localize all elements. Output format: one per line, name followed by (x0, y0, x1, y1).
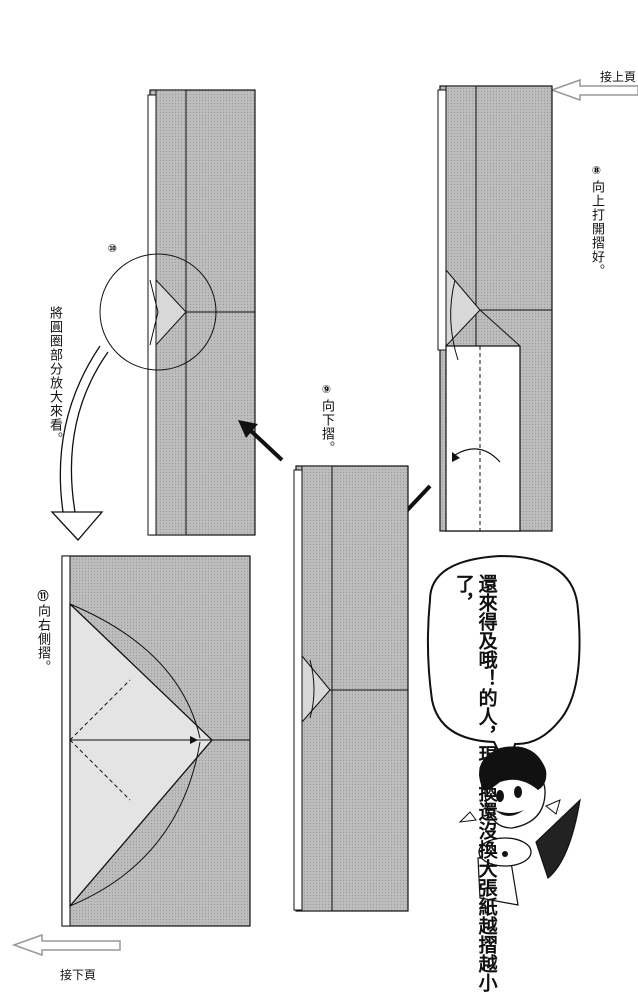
step9-text: 向下摺。 (318, 399, 334, 455)
step8-instruction: ⑧ 向上打開摺好。 (588, 164, 604, 278)
bubble-line-4: 還來得及哦！ (475, 574, 498, 688)
bubble-line-3: 的人，現在換 (475, 688, 498, 802)
step9-instruction: ⑨ 向下摺。 (318, 383, 334, 455)
fold-arrow-icon (450, 279, 501, 463)
nav-continued-from-previous: 接上頁 (600, 70, 637, 84)
speech-bubble-text: 還來得及哦！的人，現在換還沒換大張紙越摺越小了， (452, 574, 498, 1000)
nav-continued-next-page: 接下頁 (60, 968, 97, 982)
step10-paper (147, 89, 256, 536)
step8-number: ⑧ (589, 164, 603, 178)
step10-instruction: ⑩ (104, 242, 119, 258)
step9-paper (293, 465, 409, 912)
arrow-left-icon (549, 78, 638, 102)
step11-number: ⑪ (35, 590, 49, 602)
speech-bubble-shape (426, 554, 581, 773)
zoom-note: 將圓圈部分放大來看。 (46, 306, 62, 446)
step11-instruction: ⑪ 向右側摺。 (34, 590, 50, 674)
step8-text: 向上打開摺好。 (588, 180, 604, 278)
arrow-down-icon (50, 345, 109, 541)
bubble-line-2: 還沒換大張紙 (475, 802, 498, 916)
step11-text: 向右側摺。 (34, 604, 50, 674)
step9-number: ⑨ (319, 383, 333, 397)
character-illustration (458, 746, 581, 906)
step11-paper (61, 555, 251, 927)
arrow-left-icon-bottom (11, 933, 121, 957)
zoom-circle-icon (99, 253, 217, 371)
step10-number: ⑩ (105, 242, 119, 256)
step8-paper (437, 85, 553, 532)
bubble-line-1: 越摺越小了， (452, 574, 498, 992)
